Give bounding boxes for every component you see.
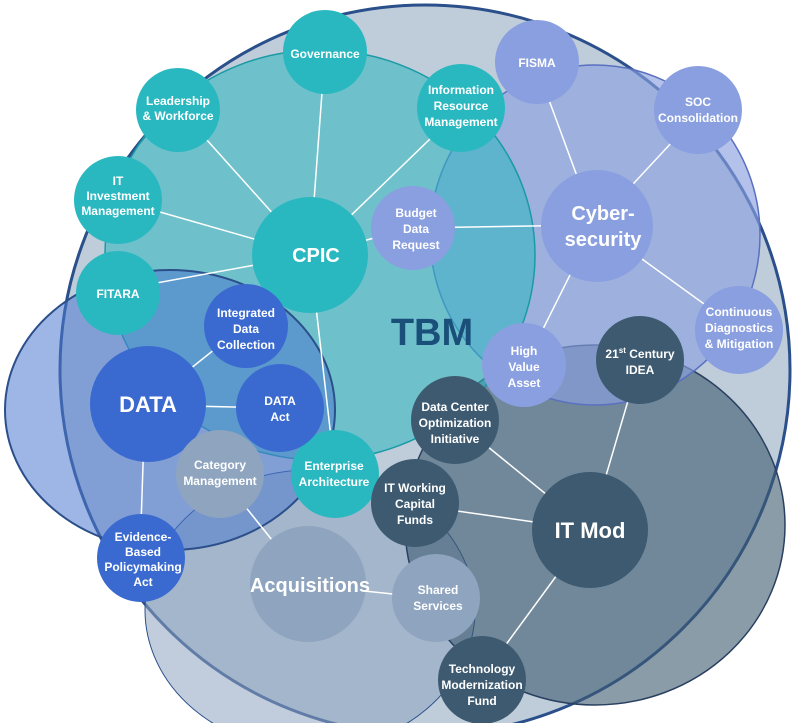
evidence-based-node[interactable] bbox=[97, 514, 185, 602]
category-mgmt-label-2: Management bbox=[183, 474, 256, 488]
it-investment-label-1: IT bbox=[113, 174, 124, 188]
dcoi-label-2: Optimization bbox=[419, 416, 492, 430]
fisma-node[interactable] bbox=[495, 20, 579, 104]
integrated-data-label-3: Collection bbox=[217, 338, 275, 352]
tbm-label: TBM bbox=[391, 312, 473, 354]
data-label: DATA bbox=[119, 392, 177, 417]
governance-node[interactable] bbox=[283, 10, 367, 94]
soc-label-2: Consolidation bbox=[658, 111, 738, 125]
evidence-based-label-2: Based bbox=[125, 545, 161, 559]
fitara-label: FITARA bbox=[96, 287, 139, 301]
dcoi-label-3: Initiative bbox=[431, 432, 480, 446]
evidence-based-label-3: Policymaking bbox=[104, 560, 181, 574]
shared-services-node[interactable] bbox=[392, 554, 480, 642]
hva-label-3: Asset bbox=[508, 376, 541, 390]
cpic-label: CPIC bbox=[292, 245, 340, 267]
enterprise-arch-node[interactable] bbox=[291, 430, 379, 518]
itmod-hub[interactable] bbox=[532, 472, 648, 588]
leadership-label-1: Leadership bbox=[146, 94, 210, 108]
data-act-label-1: DATA bbox=[264, 394, 296, 408]
budget-data-label-3: Request bbox=[392, 238, 439, 252]
cyber-hub[interactable] bbox=[541, 170, 653, 282]
idea-label-1: 21st Century bbox=[605, 346, 674, 361]
info-resource-label-2: Resource bbox=[434, 99, 489, 113]
cdm-node[interactable] bbox=[695, 286, 783, 374]
it-investment-node[interactable] bbox=[74, 156, 162, 244]
hva-label-2: Value bbox=[508, 360, 540, 374]
cyber-label-2: security bbox=[565, 229, 643, 251]
governance-label: Governance bbox=[290, 47, 360, 61]
acquisitions-label: Acquisitions bbox=[250, 575, 370, 597]
soc-label-1: SOC bbox=[685, 95, 711, 109]
budget-data-node[interactable] bbox=[371, 186, 455, 270]
info-resource-label-1: Information bbox=[428, 83, 494, 97]
data-hub[interactable] bbox=[90, 346, 206, 462]
idea-rest: Century bbox=[626, 347, 675, 361]
itwcf-label-3: Funds bbox=[397, 513, 433, 527]
info-resource-label-3: Management bbox=[424, 115, 497, 129]
idea-node[interactable] bbox=[596, 316, 684, 404]
integrated-data-label-1: Integrated bbox=[217, 306, 275, 320]
cdm-label-1: Continuous bbox=[706, 305, 773, 319]
budget-data-label-2: Data bbox=[403, 222, 429, 236]
budget-data-label-1: Budget bbox=[395, 206, 436, 220]
data-act-label-2: Act bbox=[270, 410, 289, 424]
info-resource-node[interactable] bbox=[417, 64, 505, 152]
integrated-data-label-2: Data bbox=[233, 322, 259, 336]
cdm-label-2: Diagnostics bbox=[705, 321, 773, 335]
hva-label-1: High bbox=[511, 344, 538, 358]
data-act-node[interactable] bbox=[236, 364, 324, 452]
cyber-label-1: Cyber- bbox=[571, 203, 634, 225]
leadership-node[interactable] bbox=[136, 68, 220, 152]
cdm-label-3: & Mitigation bbox=[705, 337, 774, 351]
enterprise-arch-label-2: Architecture bbox=[299, 475, 370, 489]
tmf-label-2: Modernization bbox=[441, 678, 522, 692]
itwcf-node[interactable] bbox=[371, 459, 459, 547]
evidence-based-label-1: Evidence- bbox=[115, 530, 172, 544]
fitara-node[interactable] bbox=[76, 251, 160, 335]
category-mgmt-node[interactable] bbox=[176, 430, 264, 518]
evidence-based-label-4: Act bbox=[133, 575, 152, 589]
idea-label-2: IDEA bbox=[626, 363, 655, 377]
acquisitions-hub[interactable] bbox=[250, 526, 366, 642]
it-investment-label-2: Investment bbox=[86, 189, 149, 203]
category-mgmt-label-1: Category bbox=[194, 458, 246, 472]
idea-sup: st bbox=[619, 346, 626, 355]
soc-node[interactable] bbox=[654, 66, 742, 154]
enterprise-arch-label-1: Enterprise bbox=[304, 459, 364, 473]
idea-num: 21 bbox=[605, 347, 619, 361]
shared-label-1: Shared bbox=[418, 583, 459, 597]
itmod-label: IT Mod bbox=[555, 518, 626, 543]
cpic-hub[interactable] bbox=[252, 197, 368, 313]
tmf-label-3: Fund bbox=[467, 694, 496, 708]
hva-node[interactable] bbox=[482, 323, 566, 407]
tmf-node[interactable] bbox=[438, 636, 526, 723]
tmf-label-1: Technology bbox=[449, 662, 516, 676]
shared-label-2: Services bbox=[413, 599, 463, 613]
leadership-label-2: & Workforce bbox=[142, 109, 213, 123]
itwcf-label-2: Capital bbox=[395, 497, 435, 511]
integrated-data-node[interactable] bbox=[204, 284, 288, 368]
dcoi-label-1: Data Center bbox=[421, 400, 489, 414]
it-investment-label-3: Management bbox=[81, 204, 154, 218]
fisma-label: FISMA bbox=[518, 56, 556, 70]
dcoi-node[interactable] bbox=[411, 376, 499, 464]
itwcf-label-1: IT Working bbox=[384, 481, 446, 495]
